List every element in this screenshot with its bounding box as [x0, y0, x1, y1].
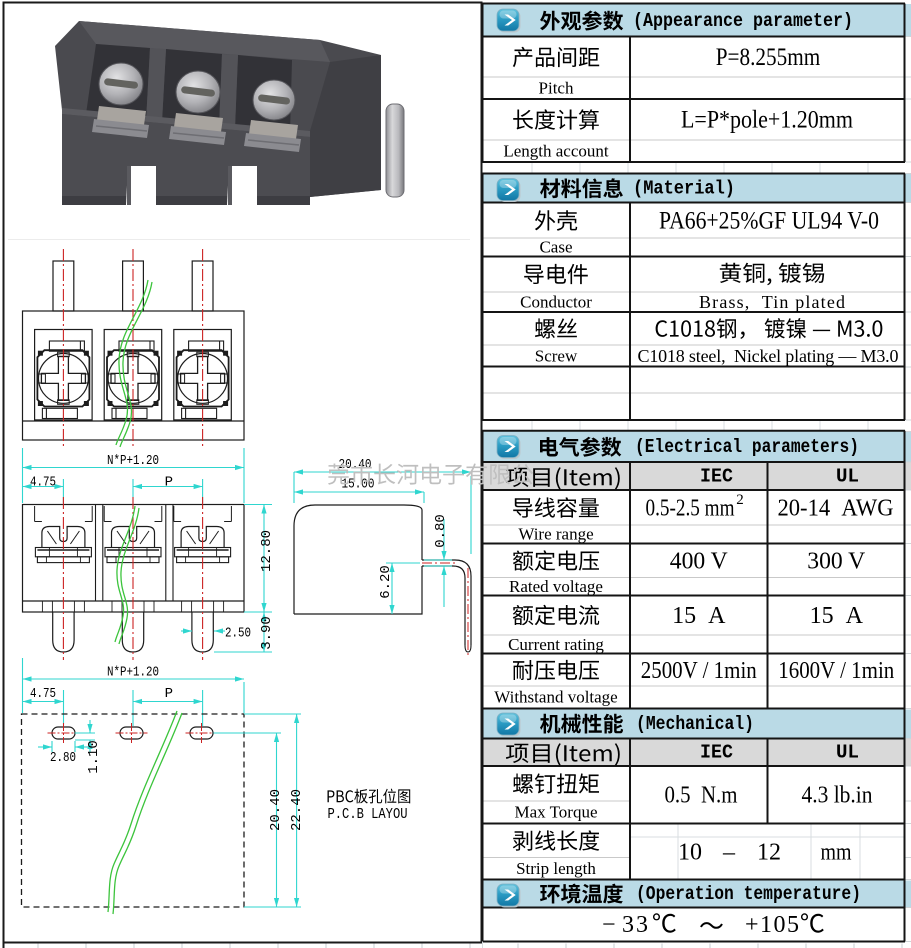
svg-text:20-14 AWG: 20-14 AWG	[778, 495, 894, 521]
svg-text:2.80: 2.80	[50, 750, 76, 766]
svg-text:(Electrical parameters): (Electrical parameters)	[635, 436, 859, 458]
svg-text:UL: UL	[836, 741, 859, 763]
svg-text:P: P	[165, 475, 173, 491]
svg-text:Strip length: Strip length	[516, 859, 596, 878]
svg-text:(Appearance parameter): (Appearance parameter)	[633, 10, 853, 32]
svg-text:0.5-2.5 mm: 0.5-2.5 mm	[646, 495, 735, 521]
svg-text:15 A: 15 A	[672, 603, 726, 629]
svg-text:12: 12	[757, 839, 781, 865]
svg-text:0.80: 0.80	[433, 514, 449, 548]
svg-text:20.40: 20.40	[339, 457, 372, 473]
svg-text:+105: +105	[745, 912, 801, 938]
svg-text:4.75: 4.75	[30, 475, 56, 491]
svg-text:12.80: 12.80	[259, 530, 275, 572]
svg-text:P.C.B LAYOU: P.C.B LAYOU	[328, 806, 408, 823]
svg-text:P: P	[165, 686, 173, 702]
svg-text:Withstand voltage: Withstand voltage	[494, 688, 617, 707]
svg-text:Wire range: Wire range	[518, 525, 593, 544]
svg-text:4.3 lb.in: 4.3 lb.in	[802, 783, 873, 809]
svg-text:(Operation temperature): (Operation temperature)	[636, 883, 861, 905]
svg-text:Brass, Tin plated: Brass, Tin plated	[699, 292, 845, 312]
svg-text:6.20: 6.20	[378, 565, 394, 599]
svg-text:Case: Case	[539, 238, 572, 257]
svg-text:L=P*pole+1.20mm: L=P*pole+1.20mm	[681, 107, 853, 134]
svg-text:Screw: Screw	[535, 347, 578, 366]
svg-text:(Mechanical): (Mechanical)	[636, 713, 754, 735]
svg-text:2500V / 1min: 2500V / 1min	[641, 658, 757, 684]
svg-text:IEC: IEC	[700, 465, 733, 487]
svg-text:UL: UL	[836, 465, 859, 487]
svg-text:−: −	[602, 912, 616, 938]
svg-text:C1018 steel, Nickel plating —: C1018 steel, Nickel plating — M3.0	[638, 346, 899, 366]
svg-text:IEC: IEC	[700, 741, 733, 763]
svg-text:33: 33	[622, 912, 650, 938]
svg-text:Length account: Length account	[503, 142, 609, 161]
svg-text:N*P+1.20: N*P+1.20	[107, 453, 159, 469]
svg-text:1600V / 1min: 1600V / 1min	[778, 658, 894, 684]
svg-text:10: 10	[678, 839, 702, 865]
svg-text:400 V: 400 V	[670, 548, 729, 574]
svg-text:Conductor: Conductor	[520, 293, 592, 312]
svg-text:mm: mm	[821, 839, 852, 865]
svg-text:22.40: 22.40	[289, 789, 305, 831]
svg-text:15 A: 15 A	[810, 603, 864, 629]
svg-text:–: –	[722, 839, 736, 865]
svg-text:3.90: 3.90	[259, 616, 275, 650]
svg-text:Current rating: Current rating	[508, 635, 604, 654]
svg-text:4.75: 4.75	[30, 686, 56, 702]
svg-text:2: 2	[736, 492, 744, 508]
svg-text:300 V: 300 V	[807, 548, 866, 574]
svg-text:0.5 N.m: 0.5 N.m	[665, 783, 738, 809]
svg-text:N*P+1.20: N*P+1.20	[107, 665, 159, 681]
svg-text:(Material): (Material)	[633, 178, 735, 200]
svg-text:1.10: 1.10	[86, 740, 102, 774]
svg-text:20.40: 20.40	[268, 789, 284, 831]
svg-text:P=8.255mm: P=8.255mm	[716, 44, 821, 71]
svg-text:Pitch: Pitch	[539, 79, 574, 98]
svg-text:PA66+25%GF UL94 V-0: PA66+25%GF UL94 V-0	[659, 208, 879, 235]
svg-text:Max Torque: Max Torque	[514, 803, 597, 822]
svg-text:Rated voltage: Rated voltage	[509, 577, 603, 596]
svg-text:2.50: 2.50	[225, 626, 251, 642]
